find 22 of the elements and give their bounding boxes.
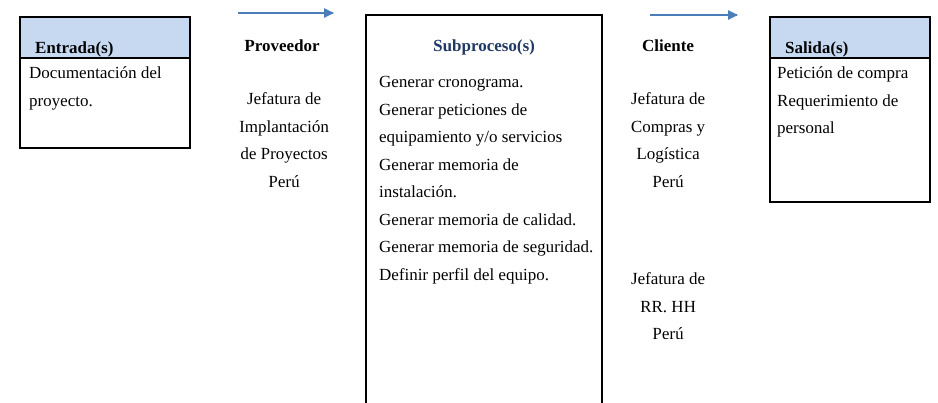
process-box <box>19 16 191 149</box>
role-label: Jefatura de Compras y Logística Perú <box>630 88 706 192</box>
role-label: Jefatura de RR. HH Perú <box>630 268 706 345</box>
body-text: Generar cronograma. <box>378 71 524 93</box>
body-text: Generar memoria de calidad. <box>378 208 578 230</box>
arrow <box>238 8 334 18</box>
header-band: Salida(s) <box>771 18 929 59</box>
body-text: Generar peticiones de equipamiento y/o servicios <box>378 98 564 148</box>
heading: Subproceso(s) <box>432 35 536 57</box>
body-text: Generar memoria de seguridad. <box>378 236 594 258</box>
body-text: Generar memoria de instalación. <box>378 154 520 203</box>
body-text: Documentación del proyecto. <box>28 62 163 112</box>
role-label: Jefatura de Implantación de Proyectos Perú <box>238 88 330 192</box>
column-heading: Proveedor <box>243 35 321 57</box>
column-heading: Cliente <box>641 35 695 57</box>
body-text: Requerimiento de personal <box>776 90 900 139</box>
process-box <box>365 14 603 403</box>
header-band: Entrada(s) <box>21 18 189 59</box>
process-box <box>769 16 931 203</box>
body-text: Definir perfil del equipo. <box>378 264 550 286</box>
arrow <box>650 10 738 20</box>
body-text: Petición de compra <box>776 62 910 84</box>
